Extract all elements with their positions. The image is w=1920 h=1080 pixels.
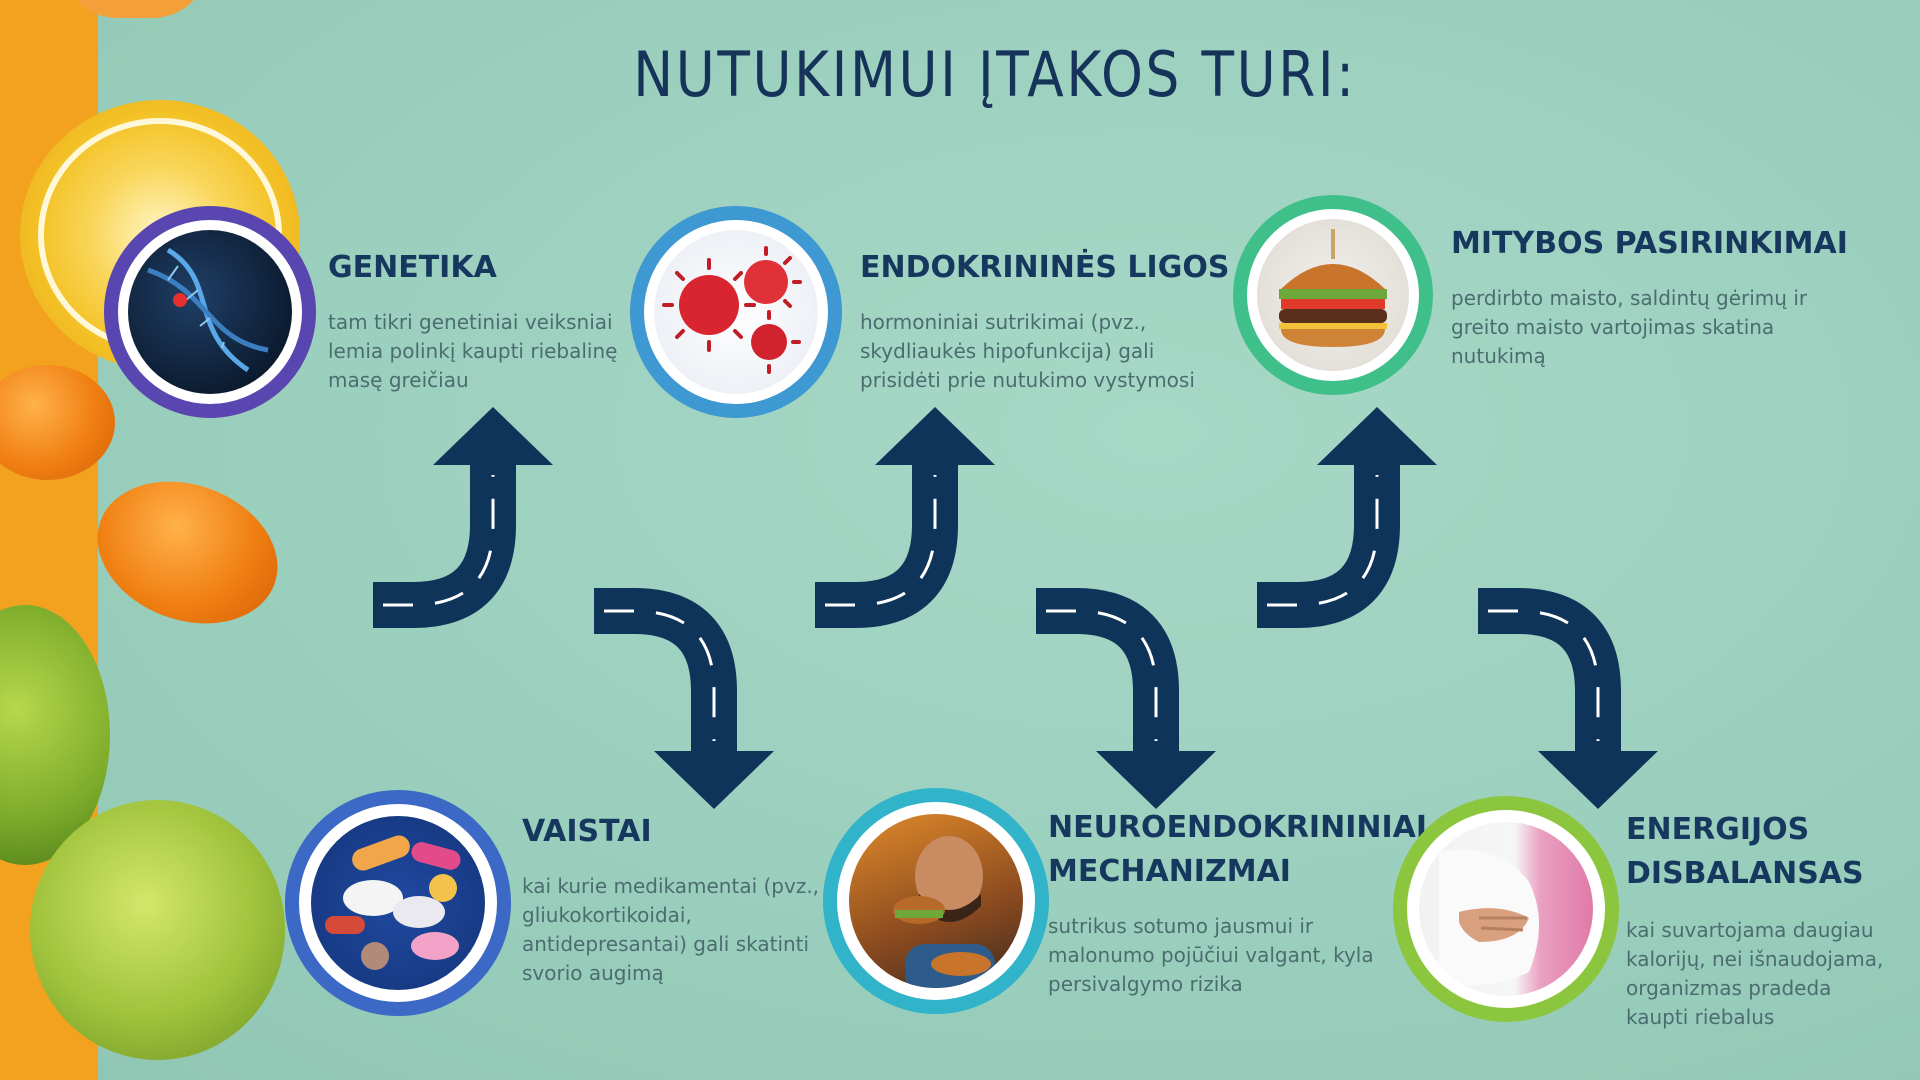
genetika-circle (104, 206, 316, 418)
genetika-description: tam tikri genetiniai veiksniai lemia pol… (328, 310, 618, 392)
mitybos-description: perdirbto maisto, saldintų gėrimų ir gre… (1451, 286, 1808, 368)
neuro-heading-line-1: NEUROENDOKRININIAI (1048, 810, 1427, 845)
energijos-heading-line-2: DISBALANSAS (1626, 856, 1864, 891)
energijos-description: kai suvartojama daugiau kalorijų, nei iš… (1626, 918, 1884, 1029)
dna-icon (128, 230, 292, 394)
neuro-heading-line-2: MECHANIZMAI (1048, 854, 1291, 889)
arrow-up-1 (373, 407, 553, 605)
kumquat-icon (0, 365, 115, 480)
pills-icon (311, 816, 485, 990)
endokrinines-circle (630, 206, 842, 418)
page-title: NUTUKIMUI ĮTAKOS TURI: (633, 38, 1357, 111)
orange-slice-icon (60, 0, 210, 18)
energijos-heading-line-1: ENERGIJOS (1626, 812, 1810, 847)
mitybos-circle (1233, 195, 1433, 395)
burger-icon (1257, 219, 1409, 371)
arrow-up-2 (815, 407, 995, 605)
lime-icon (30, 800, 285, 1060)
vaistai-description: kai kurie medikamentai (pvz., gliukokort… (522, 874, 820, 985)
neuro-description: sutrikus sotumo jausmui ir malonumo pojū… (1048, 914, 1374, 996)
belly-icon (1419, 822, 1593, 996)
energijos-circle (1393, 796, 1619, 1022)
endokrinines-heading: ENDOKRININĖS LIGOS (860, 250, 1230, 285)
arrow-up-3 (1257, 407, 1437, 605)
person-eating-icon (849, 814, 1023, 988)
neuro-circle (823, 788, 1049, 1014)
arrow-down-1 (594, 611, 774, 809)
mitybos-heading: MITYBOS PASIRINKIMAI (1451, 226, 1848, 261)
endokrinines-description: hormoniniai sutrikimai (pvz., skydliaukė… (860, 310, 1195, 392)
genetika-heading: GENETIKA (328, 250, 497, 285)
virus-icon (654, 230, 818, 394)
vaistai-heading: VAISTAI (522, 814, 652, 849)
vaistai-circle (285, 790, 511, 1016)
arrow-down-2 (1036, 611, 1216, 809)
arrow-down-3 (1478, 611, 1658, 809)
